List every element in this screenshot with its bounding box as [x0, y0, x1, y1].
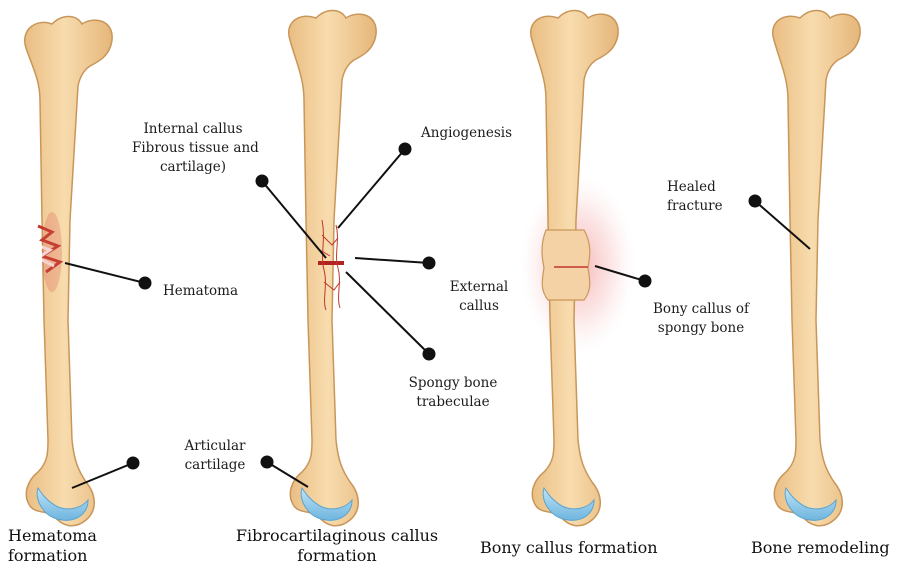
- label-external-callus: External callus: [443, 278, 515, 316]
- leader-dot-articular-cartilage-2: [262, 457, 273, 468]
- leader-dot-internal-callus: [257, 176, 268, 187]
- label-spongy-bone-trabeculae: Spongy bone trabeculae: [400, 374, 506, 412]
- leader-angiogenesis: [338, 149, 405, 228]
- leader-dot-angiogenesis: [400, 144, 411, 155]
- label-angiogenesis: Angiogenesis: [421, 124, 512, 143]
- label-internal-callus: Internal callus Fibrous tissue and carti…: [132, 120, 254, 177]
- caption-fibrocartilaginous-callus: Fibrocartilaginous callus formation: [222, 526, 452, 566]
- leader-hematoma: [65, 263, 145, 283]
- label-bony-callus-spongy-bone: Bony callus of spongy bone: [643, 300, 759, 338]
- leader-dot-spongy-bone: [424, 349, 435, 360]
- leader-dot-external-callus: [424, 258, 435, 269]
- bone-remodeling-stage: [773, 11, 860, 526]
- label-articular-cartilage: Articular cartilage: [176, 437, 254, 475]
- label-healed-fracture: Healed fracture: [667, 178, 723, 216]
- leader-dot-bony-callus: [640, 276, 651, 287]
- leader-spongy-bone: [346, 272, 429, 354]
- caption-bone-remodeling: Bone remodeling: [751, 538, 890, 558]
- bony-callus-bulge: [542, 230, 590, 300]
- leader-dot-articular-cartilage-1: [128, 458, 139, 469]
- bone-fibrocartilaginous-stage: [289, 11, 376, 526]
- leader-dot-healed-fracture: [750, 196, 761, 207]
- leader-dot-hematoma: [140, 278, 151, 289]
- caption-hematoma-formation: Hematoma formation: [8, 526, 97, 566]
- caption-bony-callus-formation: Bony callus formation: [480, 538, 658, 558]
- label-hematoma: Hematoma: [163, 282, 238, 301]
- leader-external-callus: [355, 258, 429, 263]
